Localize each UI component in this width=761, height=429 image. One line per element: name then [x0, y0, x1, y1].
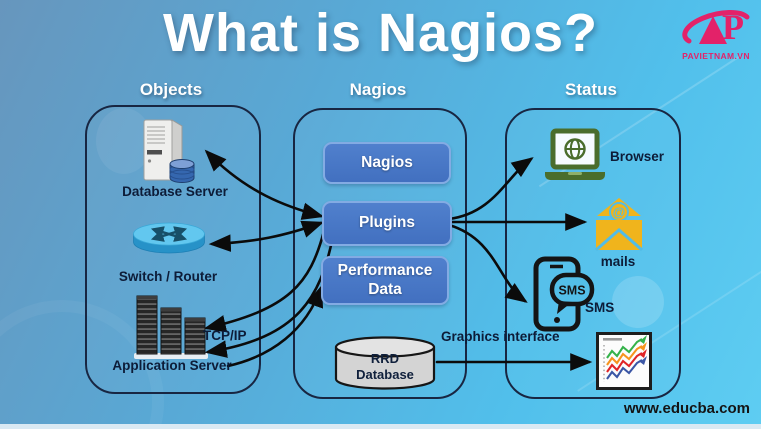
nagios-column-header: Nagios — [349, 80, 407, 99]
browser-icon — [542, 128, 608, 184]
website-url: www.educba.com — [623, 400, 750, 417]
logo-brand-text: PAVIETNAM.VN — [682, 51, 750, 61]
svg-text:@: @ — [613, 205, 626, 220]
pavietnam-logo-icon: P — [682, 7, 750, 47]
browser-label: Browser — [610, 149, 665, 164]
cylinder-icon — [334, 336, 436, 390]
application-server-label: Application Server — [112, 358, 232, 373]
rrd-database-label: RRD Database — [356, 351, 414, 383]
mails-label: mails — [600, 254, 636, 269]
tcp-ip-label: TCP/IP — [203, 328, 247, 343]
application-server-icon — [132, 292, 210, 362]
sms-icon: SMS — [529, 256, 595, 334]
database-server-label: Database Server — [122, 184, 228, 199]
mails-icon: @ — [594, 196, 644, 254]
database-server-icon — [132, 116, 198, 186]
rrd-database-cylinder: RRD Database — [333, 334, 437, 392]
switch-router-label: Switch / Router — [118, 269, 218, 284]
nagios-button: Nagios — [323, 142, 451, 184]
sms-label: SMS — [585, 300, 615, 315]
page-title: What is Nagios? — [162, 3, 599, 63]
graphics-interface-label: Graphics interface — [441, 329, 560, 344]
status-column-header: Status — [565, 80, 617, 99]
bottom-edge-strip — [0, 424, 761, 429]
svg-text:P: P — [722, 7, 744, 47]
objects-column-header: Objects — [139, 80, 203, 99]
performance-data-button: Performance Data — [321, 256, 449, 305]
plugins-button: Plugins — [322, 201, 452, 246]
line-graph-icon — [596, 332, 652, 390]
switch-router-icon — [128, 215, 210, 261]
pavietnam-logo: P PAVIETNAM.VN — [674, 4, 758, 61]
sms-bubble-text: SMS — [558, 284, 585, 298]
